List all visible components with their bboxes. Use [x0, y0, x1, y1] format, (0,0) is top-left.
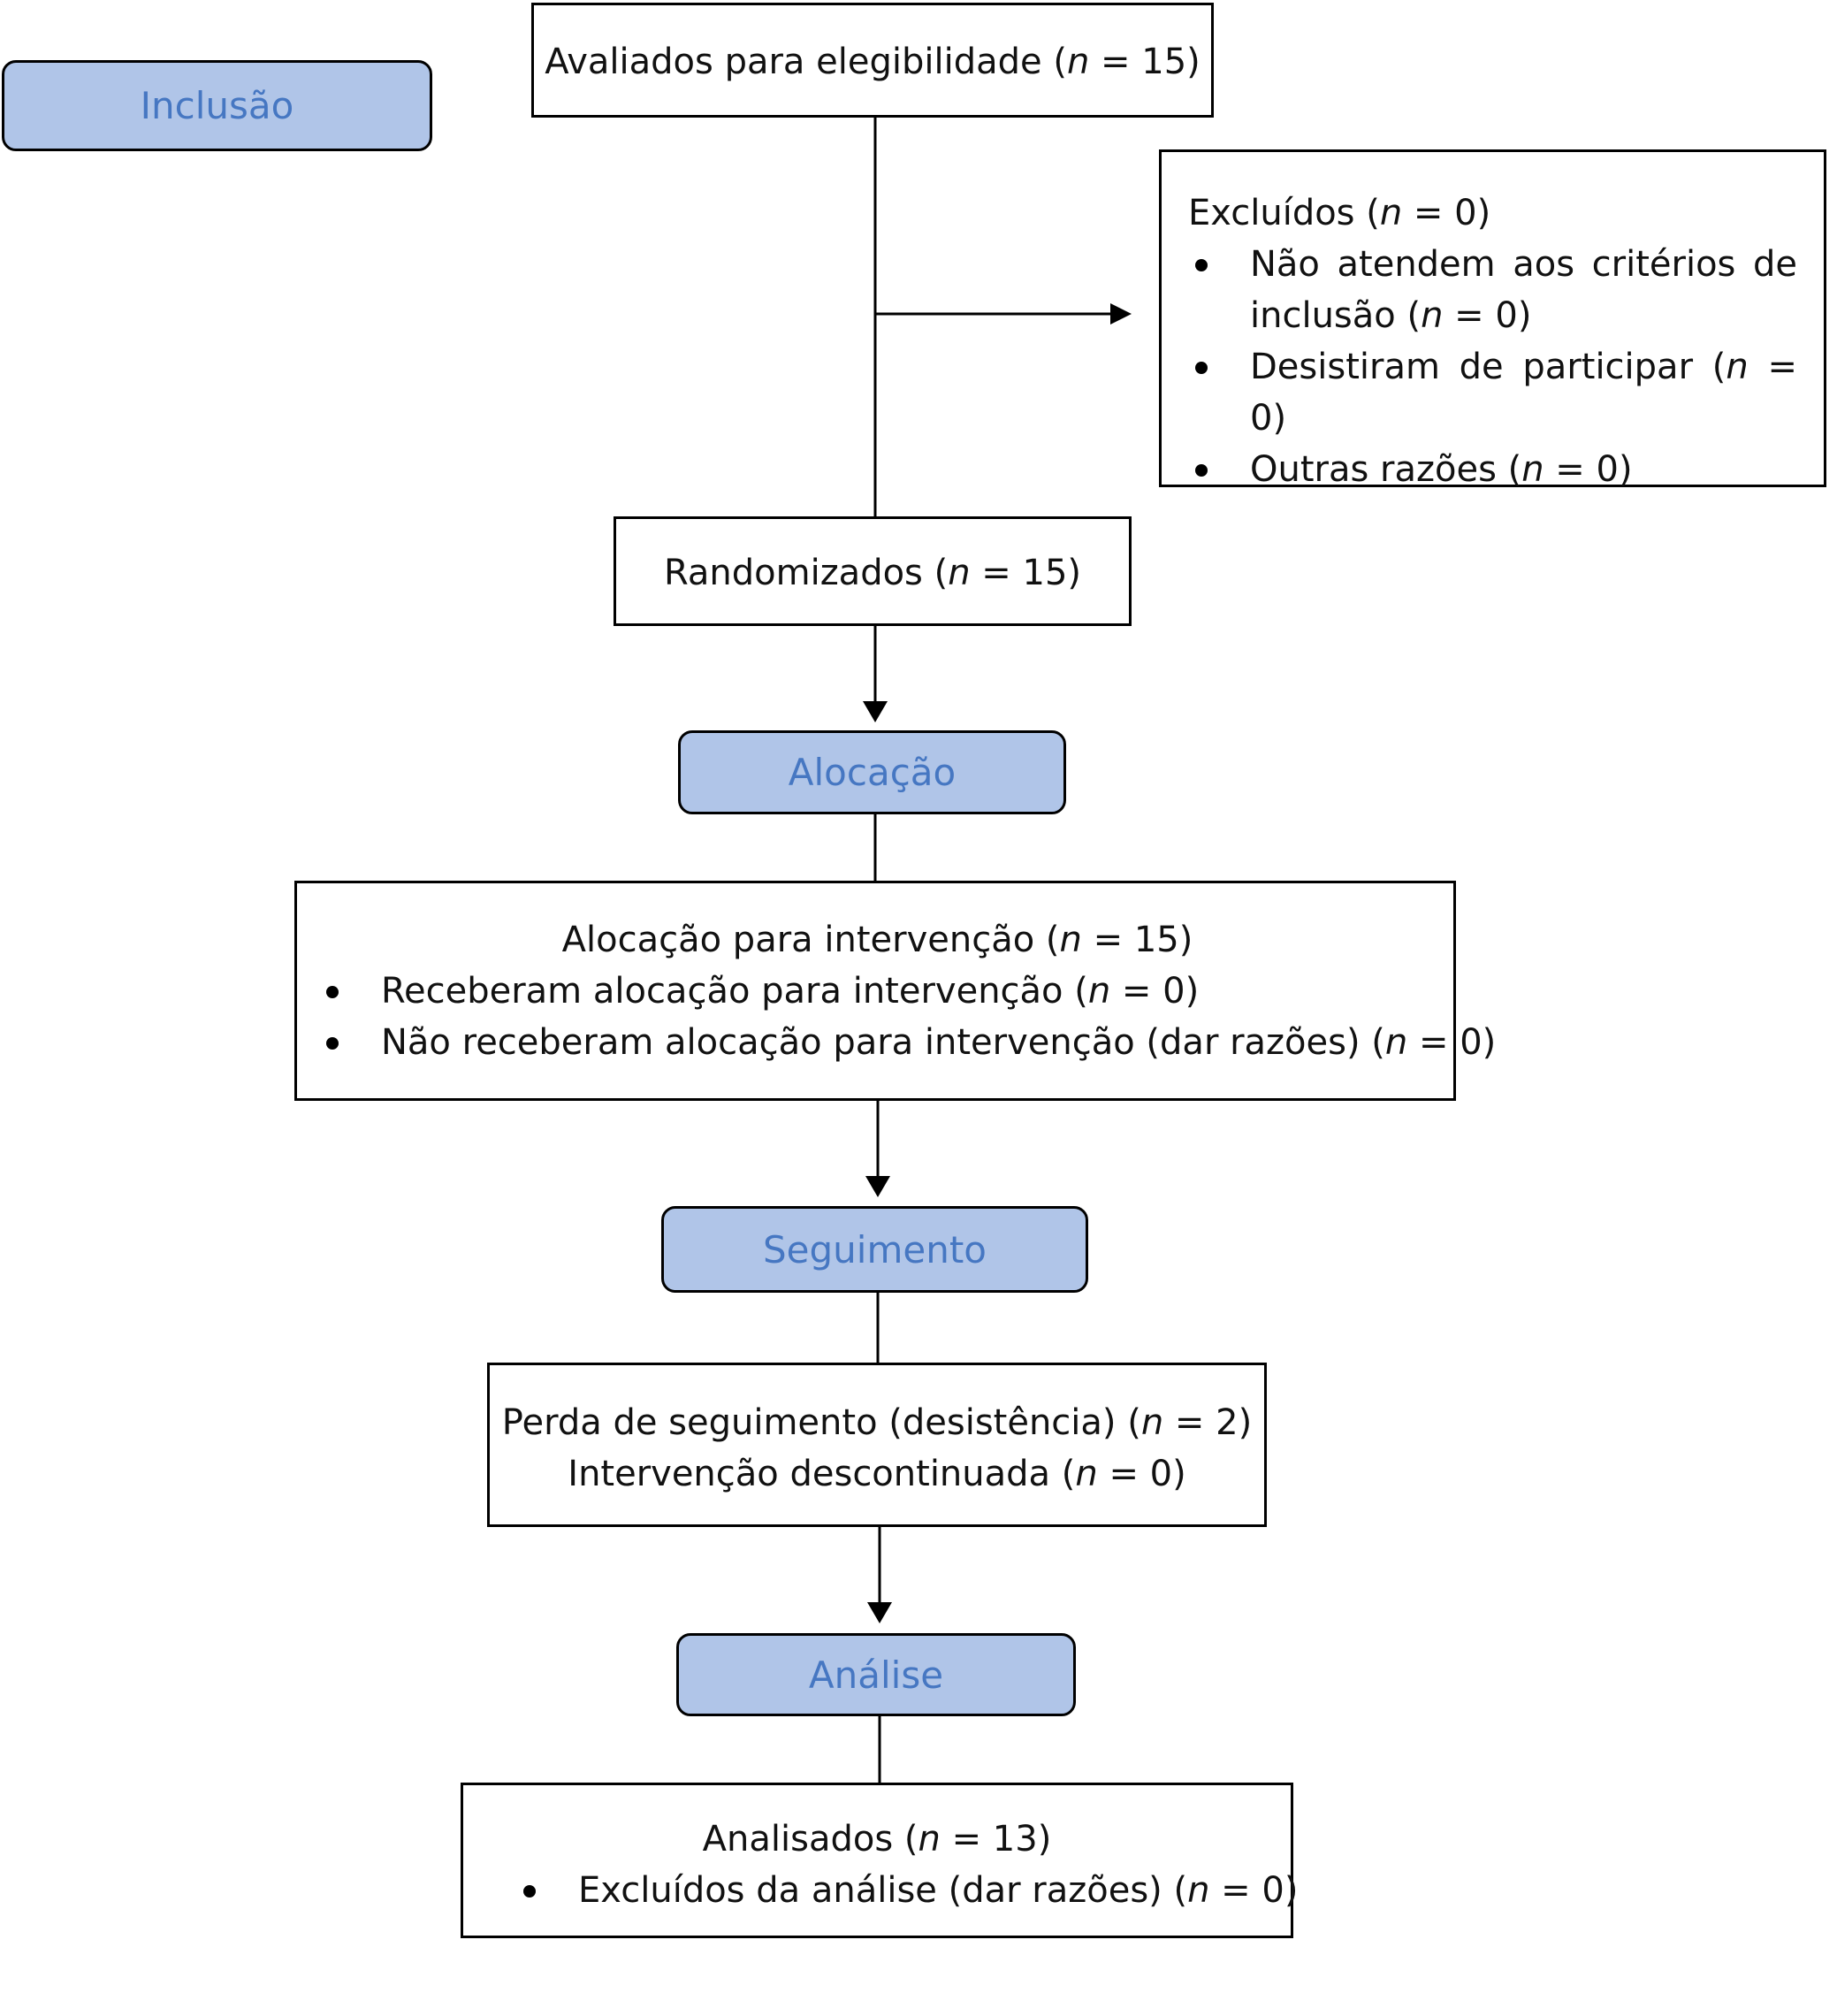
excluidos-item-2-pre: Outras razões (	[1250, 449, 1522, 490]
arrow-to-seguimento	[865, 1176, 890, 1197]
excluidos-item-1-post: = 0)	[1250, 347, 1797, 439]
arrow-to-alocacao	[863, 701, 888, 722]
perda-line1-post: = 2)	[1163, 1402, 1253, 1443]
stage-inclusao-label: Inclusão	[140, 84, 294, 127]
alocacao-item-1-post: = 0)	[1407, 1022, 1497, 1063]
excluidos-title-post: = 0)	[1402, 193, 1491, 233]
stage-analise: Análise	[676, 1633, 1076, 1716]
stage-alocacao: Alocação	[678, 730, 1066, 814]
perda-line2-pre: Intervenção descontinuada (	[568, 1454, 1076, 1494]
randomizados-pre: Randomizados (	[663, 553, 949, 593]
analisados-title-post: = 13)	[940, 1819, 1052, 1859]
arrow-to-analise	[867, 1602, 892, 1623]
avaliados-pre: Avaliados para elegibilidade (	[545, 42, 1067, 82]
alocacao-item-1-n: n	[1384, 1022, 1408, 1063]
alocacao-item-1-pre: Não receberam alocação para intervenção …	[381, 1022, 1385, 1063]
perda-line1-pre: Perda de seguimento (desistência) (	[501, 1402, 1141, 1443]
box-avaliados: Avaliados para elegibilidade (n = 15)	[531, 3, 1214, 118]
box-analisados: Analisados (n = 13) Excluídos da análise…	[461, 1783, 1298, 1938]
list-item: Não receberam alocação para intervenção …	[319, 1017, 1496, 1068]
analisados-title-pre: Analisados (	[702, 1819, 918, 1859]
stage-seguimento-label: Seguimento	[763, 1227, 987, 1271]
box-alocacao-intervencao: Alocação para intervenção (n = 15) Receb…	[294, 881, 1496, 1101]
stage-alocacao-label: Alocação	[788, 751, 957, 794]
alocacao-intervencao-title-n: n	[1059, 920, 1082, 960]
stage-analise-label: Análise	[808, 1653, 944, 1697]
list-item: Excluídos da análise (dar razões) (n = 0…	[516, 1865, 1298, 1916]
excluidos-title-n: n	[1379, 193, 1403, 233]
list-item: Receberam alocação para intervenção (n =…	[319, 966, 1436, 1017]
alocacao-item-0-pre: Receberam alocação para intervenção (	[381, 971, 1088, 1012]
randomizados-post: = 15)	[970, 553, 1082, 593]
analisados-item-0-n: n	[1187, 1870, 1210, 1911]
randomizados-text: Randomizados (n = 15)	[616, 547, 1129, 599]
alocacao-intervencao-title: Alocação para intervenção (n = 15)	[319, 914, 1436, 966]
analisados-title: Analisados (n = 13)	[481, 1814, 1273, 1865]
perda-line2-n: n	[1075, 1454, 1098, 1494]
perda-line-2: Intervenção descontinuada (n = 0)	[490, 1448, 1264, 1500]
analisados-list: Excluídos da análise (dar razões) (n = 0…	[516, 1865, 1298, 1916]
list-item: Desistiram de participar (n = 0)	[1188, 341, 1797, 444]
list-item: Não atendem aos critérios de inclusão (n…	[1188, 239, 1797, 341]
box-excluidos: Excluídos (n = 0) Não atendem aos critér…	[1159, 149, 1826, 490]
alocacao-intervencao-title-post: = 15)	[1081, 920, 1193, 960]
list-item: Outras razões (n = 0)	[1188, 444, 1797, 495]
perda-line-1: Perda de seguimento (desistência) (n = 2…	[490, 1397, 1264, 1448]
perda-line1-n: n	[1140, 1402, 1164, 1443]
randomizados-n: n	[948, 553, 971, 593]
stage-inclusao: Inclusão	[2, 60, 432, 151]
excluidos-item-1-pre: Desistiram de participar (	[1250, 347, 1726, 387]
analisados-title-n: n	[918, 1819, 941, 1859]
alocacao-intervencao-title-pre: Alocação para intervenção (	[561, 920, 1060, 960]
arrow-to-excluidos	[1110, 303, 1132, 325]
alocacao-item-0-post: = 0)	[1110, 971, 1200, 1012]
excluidos-item-0-pre: Não atendem aos critérios de inclusão (	[1250, 244, 1797, 336]
avaliados-post: = 15)	[1089, 42, 1201, 82]
avaliados-n: n	[1066, 42, 1090, 82]
excluidos-item-2-post: = 0)	[1544, 449, 1633, 490]
analisados-item-0-post: = 0)	[1209, 1870, 1299, 1911]
excluidos-item-0-post: = 0)	[1443, 295, 1532, 336]
excluidos-item-2-n: n	[1521, 449, 1544, 490]
excluidos-list: Não atendem aos critérios de inclusão (n…	[1188, 239, 1797, 495]
excluidos-item-0-n: n	[1421, 295, 1444, 336]
analisados-item-0-pre: Excluídos da análise (dar razões) (	[578, 1870, 1188, 1911]
alocacao-item-0-n: n	[1087, 971, 1111, 1012]
box-randomizados: Randomizados (n = 15)	[614, 516, 1132, 626]
perda-line2-post: = 0)	[1097, 1454, 1186, 1494]
stage-seguimento: Seguimento	[661, 1206, 1088, 1293]
alocacao-intervencao-list: Receberam alocação para intervenção (n =…	[319, 966, 1496, 1068]
avaliados-text: Avaliados para elegibilidade (n = 15)	[534, 36, 1211, 88]
excluidos-item-1-n: n	[1726, 347, 1749, 387]
excluidos-title-pre: Excluídos (	[1188, 193, 1380, 233]
excluidos-title: Excluídos (n = 0)	[1188, 187, 1797, 239]
box-perda-seguimento: Perda de seguimento (desistência) (n = 2…	[487, 1363, 1267, 1527]
